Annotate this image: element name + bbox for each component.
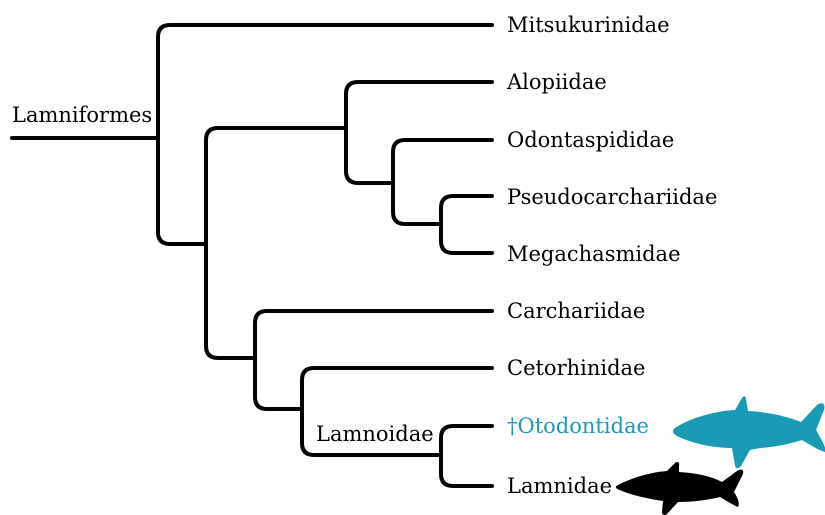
shark-silhouette-icon bbox=[673, 396, 825, 468]
shark-silhouette-icon bbox=[616, 462, 743, 515]
taxon-label: Megachasmidae bbox=[507, 242, 681, 266]
taxon-label-extinct: †Otodontidae bbox=[507, 414, 649, 438]
taxon-label: Cetorhinidae bbox=[507, 356, 646, 380]
taxon-label: Carchariidae bbox=[507, 299, 645, 323]
clade-label-lamniformes: Lamniformes bbox=[12, 103, 152, 127]
taxon-label: Lamnidae bbox=[507, 474, 612, 498]
node-lamnoidae bbox=[441, 426, 492, 486]
taxon-label: Odontaspididae bbox=[507, 128, 674, 152]
node-e bbox=[255, 311, 492, 409]
node-a bbox=[206, 128, 346, 358]
taxon-label: Alopiidae bbox=[506, 70, 607, 94]
taxon-label: Pseudocarchariidae bbox=[507, 185, 717, 209]
taxon-label: Mitsukurinidae bbox=[507, 13, 670, 37]
clade-label-lamnoidae: Lamnoidae bbox=[316, 422, 434, 446]
node-b bbox=[346, 82, 492, 183]
node-d bbox=[441, 196, 492, 253]
